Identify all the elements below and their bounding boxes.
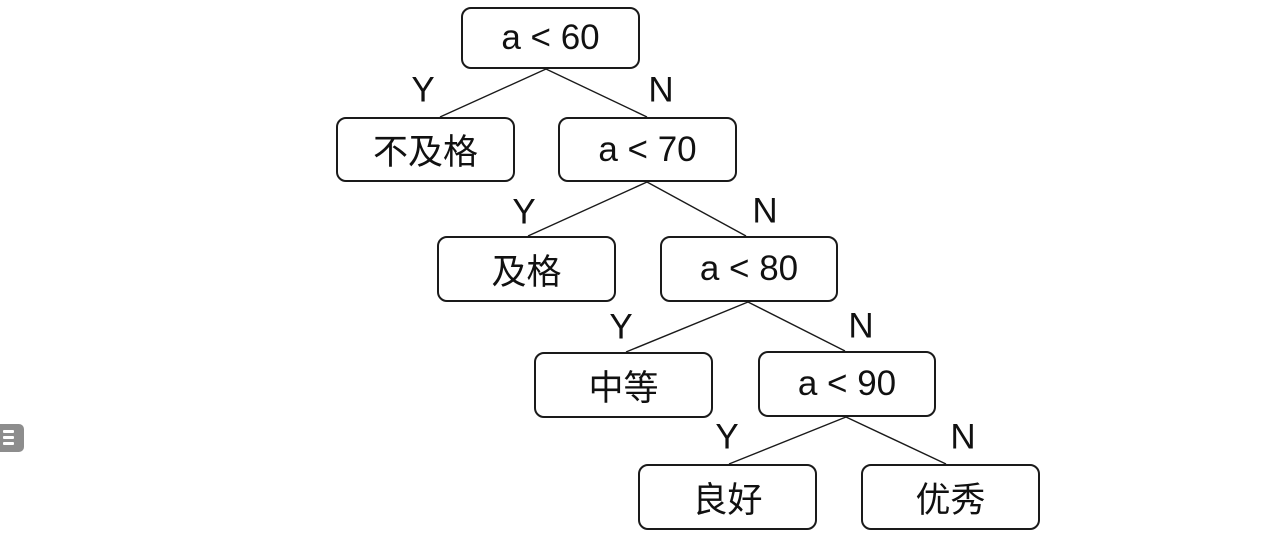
list-icon[interactable] <box>0 424 24 452</box>
node-medium: 中等 <box>534 352 713 418</box>
edge-label-y2: Y <box>512 192 536 232</box>
edge-line <box>728 416 847 465</box>
edge-label-n4: N <box>950 417 976 457</box>
edge-label-y3: Y <box>609 307 633 347</box>
node-a-lt-90: a < 90 <box>758 351 936 417</box>
node-fail: 不及格 <box>336 117 515 182</box>
edge-label-y1: Y <box>411 70 435 110</box>
edge-line <box>545 68 648 118</box>
list-icon-bar <box>3 430 14 433</box>
list-icon-bar <box>3 442 14 445</box>
edge-label-n1: N <box>648 70 674 110</box>
edge-line <box>845 416 947 465</box>
edge-line <box>747 301 846 352</box>
node-a-lt-80: a < 80 <box>660 236 838 302</box>
node-a-lt-60: a < 60 <box>461 7 640 69</box>
edge-line <box>439 68 547 118</box>
edge-label-n2: N <box>752 191 778 231</box>
edge-line <box>646 181 747 237</box>
edge-label-n3: N <box>848 306 874 346</box>
node-excellent: 优秀 <box>861 464 1040 530</box>
edge-line <box>527 181 648 237</box>
list-icon-bar <box>3 436 14 439</box>
node-a-lt-70: a < 70 <box>558 117 737 182</box>
edge-label-y4: Y <box>715 417 739 457</box>
node-pass: 及格 <box>437 236 616 302</box>
edge-line <box>625 301 749 353</box>
node-good: 良好 <box>638 464 817 530</box>
